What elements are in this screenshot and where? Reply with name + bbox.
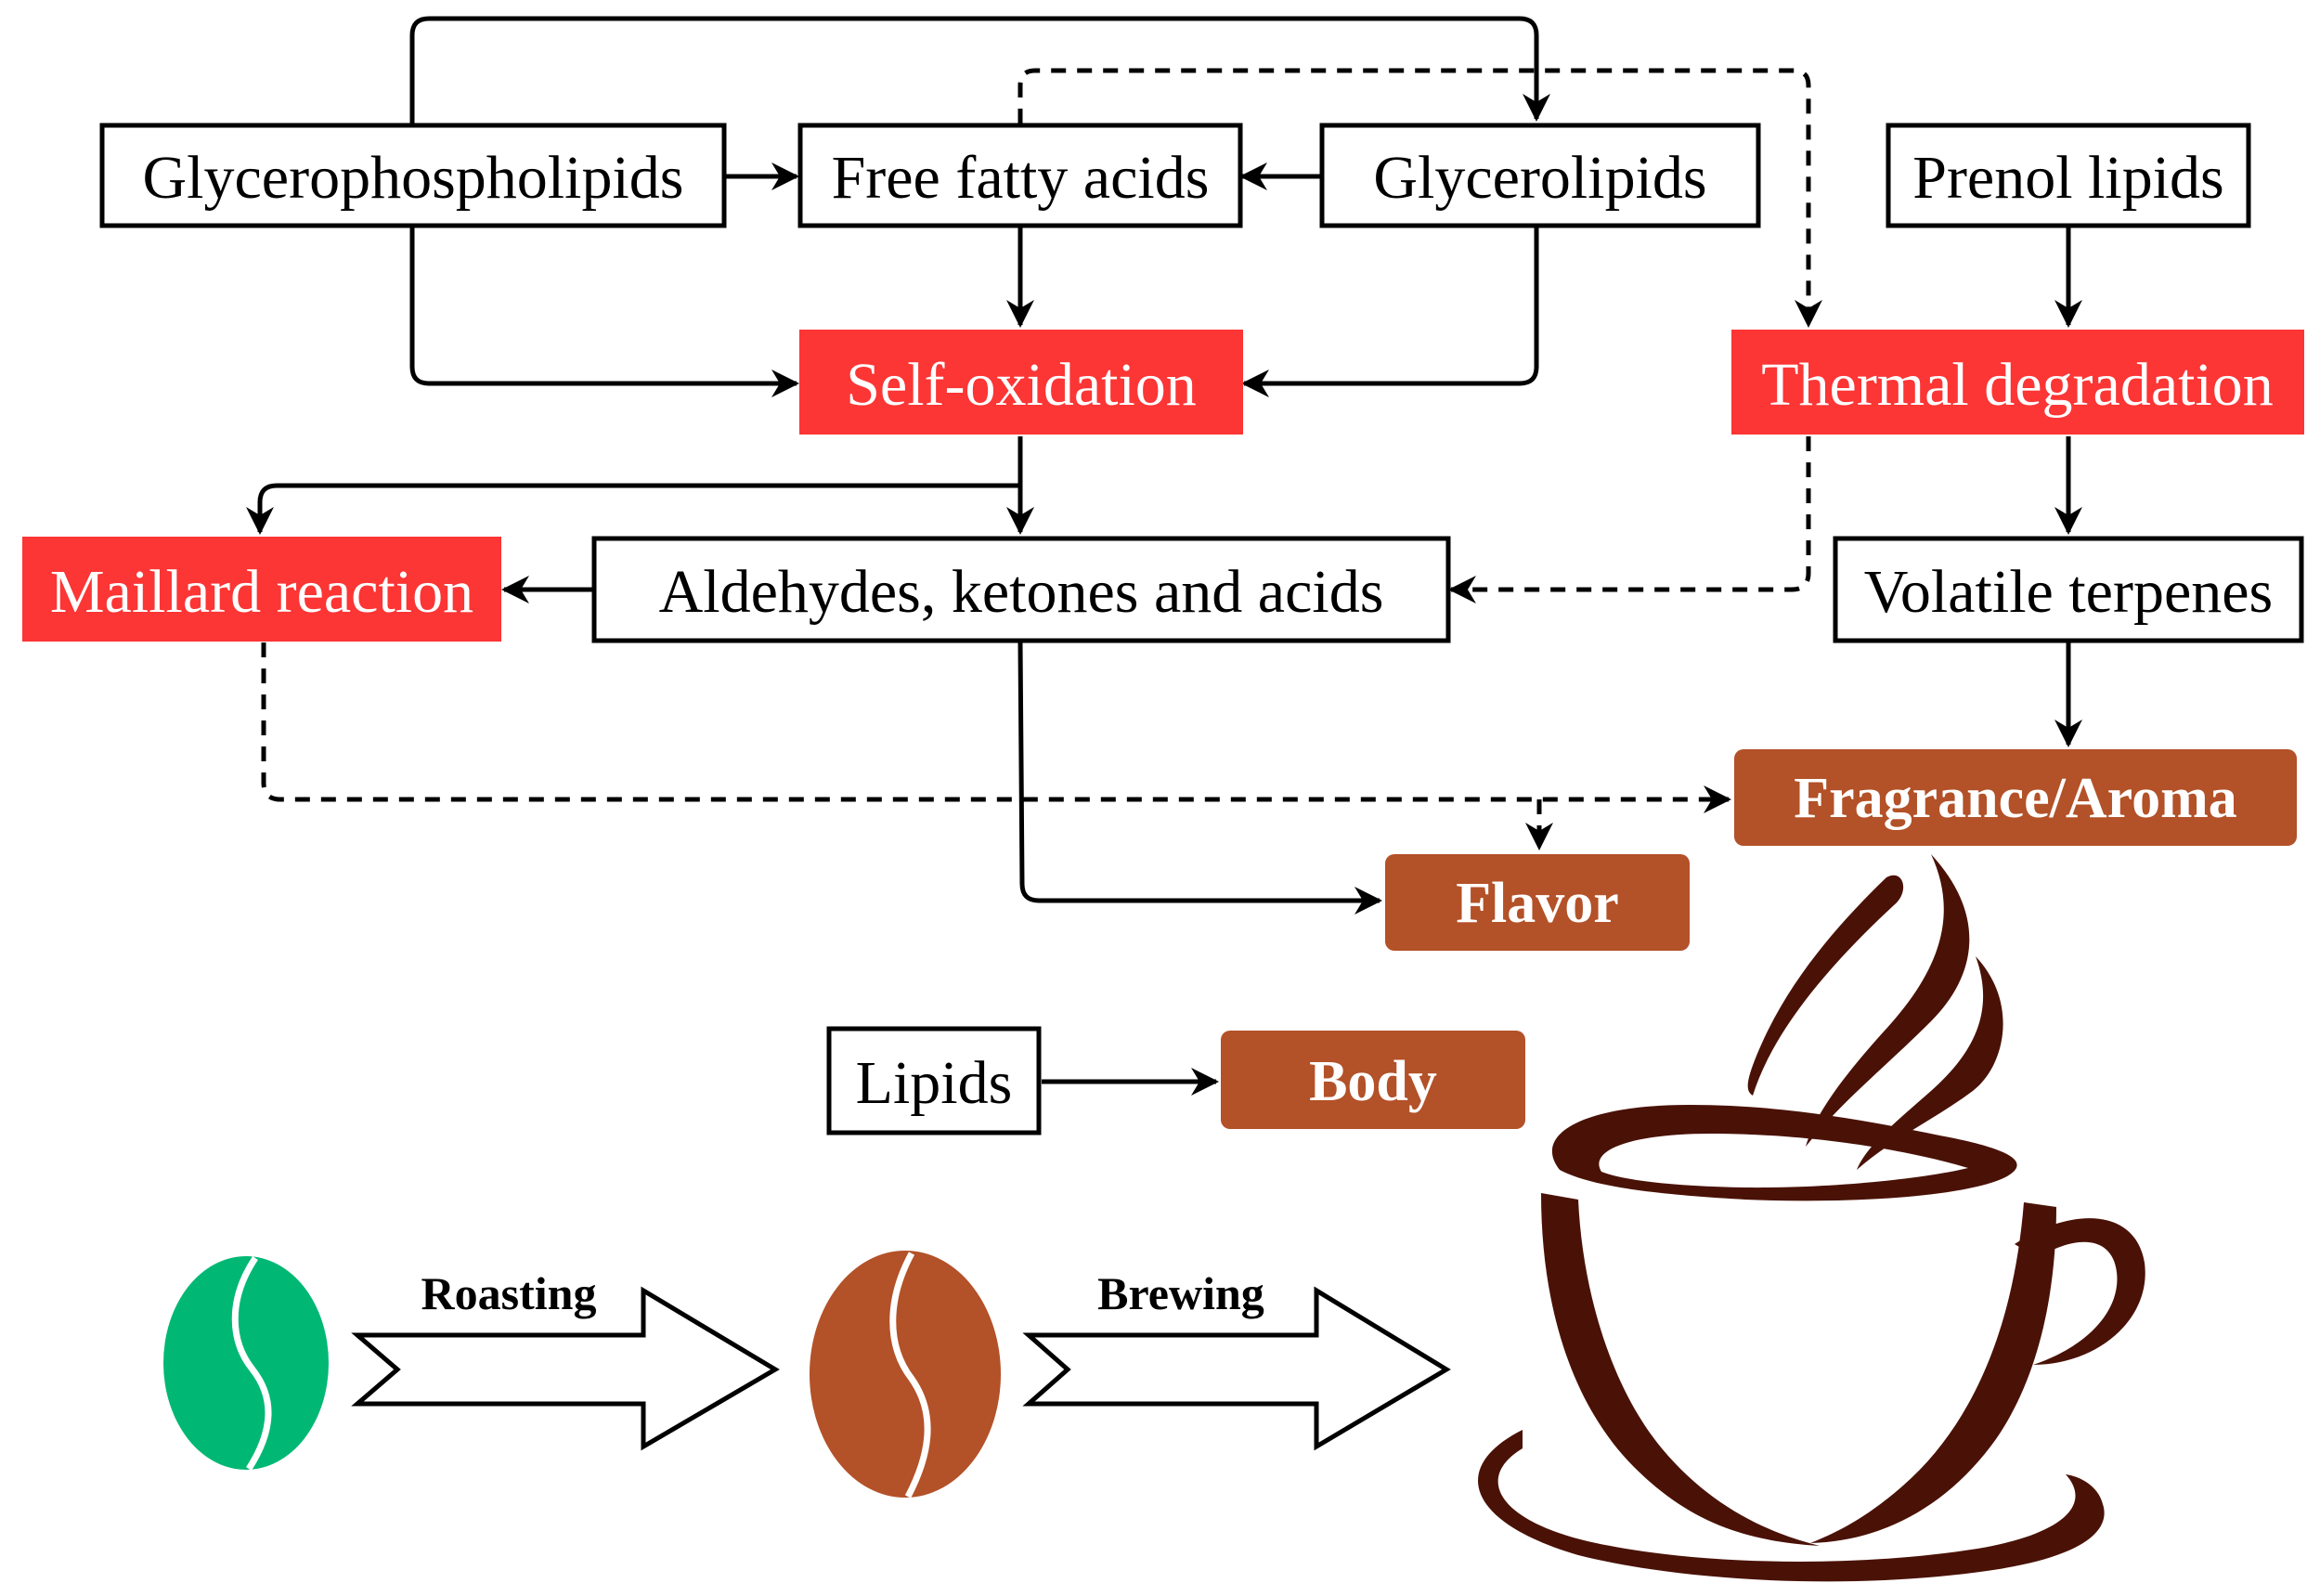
node-flavor-label: Flavor	[1456, 872, 1619, 935]
node-volatile-terpenes: Volatile terpenes	[1833, 536, 2304, 643]
node-aldehydes-ketones-acids-label: Aldehydes, ketones and acids	[659, 558, 1384, 626]
brewing-label: Brewing	[1097, 1267, 1264, 1319]
node-free-fatty-acids-label: Free fatty acids	[832, 144, 1210, 212]
coffee-cup-icon	[1478, 854, 2145, 1582]
node-fragrance-aroma: Fragrance/Aroma	[1734, 749, 2297, 846]
node-glycerolipids-label: Glycerolipids	[1373, 144, 1706, 212]
green-coffee-bean-icon	[163, 1256, 329, 1471]
node-aldehydes-ketones-acids: Aldehydes, ketones and acids	[591, 536, 1451, 643]
node-lipids: Lipids	[826, 1026, 1042, 1135]
brewing-arrow: Brewing	[1022, 1267, 1451, 1451]
node-maillard-reaction: Maillard reaction	[22, 537, 501, 642]
node-volatile-terpenes-label: Volatile terpenes	[1864, 558, 2273, 626]
roasting-label: Roasting	[421, 1267, 597, 1319]
edge-thermal-to-aldehydes-dashed	[1448, 436, 1811, 603]
edge-ffa-to-thermal-dashed	[1017, 68, 1822, 328]
node-fragrance-aroma-label: Fragrance/Aroma	[1794, 767, 2236, 830]
node-self-oxidation: Self-oxidation	[799, 330, 1243, 435]
node-thermal-degradation-label: Thermal degradation	[1761, 351, 2274, 419]
node-thermal-degradation: Thermal degradation	[1731, 330, 2304, 435]
node-glycerophospholipids-label: Glycerophospholipids	[143, 144, 684, 212]
edge-self-oxidation-to-maillard	[246, 483, 1020, 535]
edge-glycerophospholipids-to-glycerolipids	[409, 16, 1550, 123]
node-lipids-label: Lipids	[856, 1049, 1013, 1117]
node-body-label: Body	[1309, 1050, 1437, 1113]
node-glycerophospholipids: Glycerophospholipids	[99, 123, 727, 228]
node-body: Body	[1221, 1031, 1525, 1129]
node-prenol-lipids-label: Prenol lipids	[1912, 144, 2224, 212]
connectors	[246, 16, 2082, 1096]
node-free-fatty-acids: Free fatty acids	[797, 123, 1243, 228]
node-maillard-reaction-label: Maillard reaction	[50, 558, 473, 626]
roasting-arrow: Roasting	[351, 1267, 780, 1451]
edge-aldehydes-to-flavor	[1017, 642, 1382, 915]
roasted-coffee-bean-icon	[810, 1251, 1001, 1499]
edge-glycerolipids-to-self-oxidation	[1241, 227, 1539, 397]
node-prenol-lipids: Prenol lipids	[1886, 123, 2251, 228]
node-flavor: Flavor	[1385, 854, 1690, 951]
edge-maillard-to-fragrance-dashed	[261, 642, 1731, 813]
node-self-oxidation-label: Self-oxidation	[846, 351, 1197, 419]
node-glycerolipids: Glycerolipids	[1319, 123, 1761, 228]
edge-glycerophospholipids-to-self-oxidation	[409, 227, 799, 397]
